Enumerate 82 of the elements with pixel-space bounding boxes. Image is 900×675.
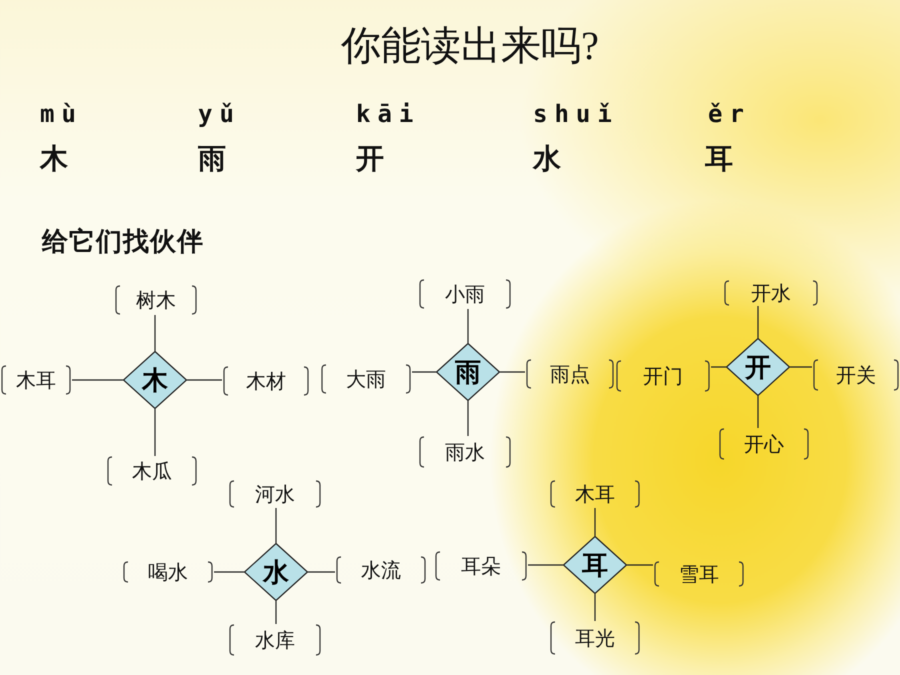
- bracketed-word: [718, 428, 810, 460]
- bracketed-word: [434, 551, 528, 581]
- bracketed-word: [228, 624, 322, 656]
- bracketed-word: [0, 365, 72, 395]
- chinese-text: 水: [533, 143, 561, 177]
- bracketed-word: [549, 480, 641, 508]
- connector-line: [275, 601, 277, 624]
- bracketed-word: [122, 561, 214, 583]
- chinese-text: 给它们找伙伴: [42, 226, 204, 258]
- connector-line: [214, 571, 244, 573]
- character-diamond: [563, 536, 627, 594]
- word-text: 水库: [255, 628, 295, 654]
- bracketed-word: [222, 366, 310, 396]
- word-text: 开心: [744, 432, 784, 458]
- connector-line: [790, 366, 812, 368]
- connector-line: [72, 379, 123, 381]
- connector-line: [528, 564, 563, 566]
- bracketed-word: [615, 360, 711, 392]
- connector-line: [467, 309, 469, 343]
- bracketed-word: [106, 456, 198, 486]
- chinese-text: 开: [356, 143, 384, 177]
- word-text: 雪耳: [679, 562, 719, 588]
- connector-line: [757, 396, 759, 428]
- pinyin-text: yǔ: [198, 100, 241, 128]
- bracketed-word: [723, 280, 819, 306]
- bracketed-word: [812, 359, 900, 391]
- word-text: 木: [142, 364, 168, 396]
- word-text: 开水: [751, 282, 791, 306]
- bracketed-word: [114, 285, 198, 315]
- connector-line: [711, 366, 726, 368]
- connector-line: [308, 571, 335, 573]
- bracketed-word: [418, 436, 512, 468]
- connector-line: [594, 508, 596, 536]
- word-text: 开关: [836, 364, 876, 388]
- word-text: 雨水: [445, 440, 485, 466]
- word-text: 耳: [582, 550, 608, 582]
- title: 你能读出来吗?: [340, 22, 600, 70]
- word-text: 水流: [361, 558, 401, 584]
- character-diamond: [244, 543, 308, 601]
- word-text: 水: [263, 556, 289, 588]
- word-text: 木材: [246, 370, 286, 394]
- pinyin-text: ěr: [708, 100, 751, 128]
- word-text: 喝水: [148, 560, 188, 586]
- bracketed-word: [228, 480, 322, 508]
- connector-line: [154, 315, 156, 351]
- pinyin-text: mù: [40, 100, 83, 128]
- connector-line: [154, 409, 156, 456]
- bracketed-word: [549, 621, 641, 655]
- word-text: 木耳: [16, 368, 56, 394]
- word-text: 树木: [136, 288, 176, 314]
- bracketed-word: [418, 279, 512, 309]
- bracketed-word: [320, 364, 412, 394]
- word-text: 耳朵: [461, 554, 501, 580]
- bracketed-word: [653, 561, 745, 587]
- word-text: 木耳: [575, 482, 615, 508]
- connector-line: [594, 594, 596, 621]
- word-text: 雨: [455, 356, 481, 388]
- character-diamond: [436, 343, 500, 401]
- character-diamond: [123, 351, 187, 409]
- connector-line: [757, 306, 759, 338]
- bracketed-word: [335, 556, 427, 584]
- chinese-text: 耳: [705, 143, 733, 177]
- word-text: 大雨: [346, 368, 386, 392]
- word-text: 雨点: [550, 362, 590, 388]
- word-text: 耳光: [575, 626, 615, 652]
- pinyin-text: kāi: [356, 100, 420, 128]
- character-diamond: [726, 338, 790, 396]
- word-text: 河水: [255, 482, 295, 508]
- connector-line: [187, 379, 222, 381]
- bracketed-word: [525, 359, 615, 389]
- chinese-text: 雨: [198, 143, 226, 177]
- word-text: 开: [745, 352, 771, 384]
- word-text: 木瓜: [132, 460, 172, 484]
- connector-line: [275, 508, 277, 543]
- connector-line: [627, 564, 653, 566]
- connector-line: [467, 401, 469, 436]
- connector-line: [412, 371, 436, 373]
- word-text: 小雨: [445, 282, 485, 308]
- connector-line: [500, 371, 525, 373]
- pinyin-text: shuǐ: [533, 100, 619, 128]
- word-text: 开门: [643, 364, 683, 390]
- chinese-text: 木: [40, 143, 68, 177]
